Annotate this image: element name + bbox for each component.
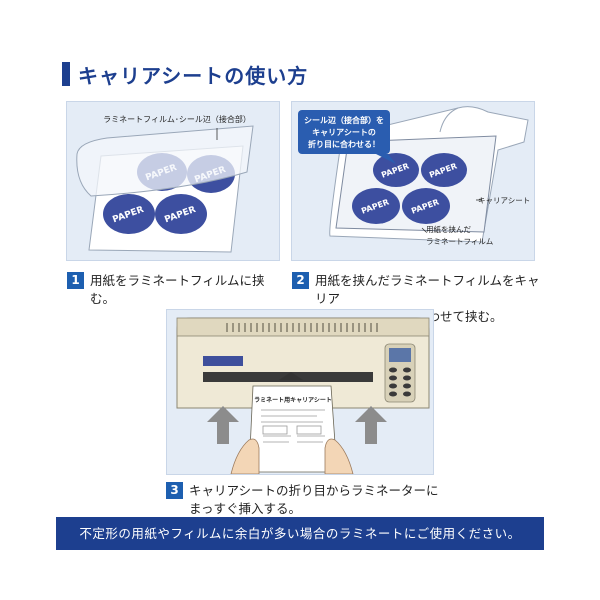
carrier-illustration: PAPER PAPER PAPER PAPER シール辺（接合部）を キャリアシ… bbox=[298, 106, 530, 246]
control-buttons bbox=[389, 367, 411, 397]
film-label-line-2: ラミネートフィルム bbox=[426, 237, 493, 246]
step-3: 3 キャリアシートの折り目からラミネーターに まっすぐ挿入する。 bbox=[166, 482, 446, 518]
illustration-panel-1: PAPER PAPER PAPER PAPER ラミネートフィルム･シール辺（接… bbox=[66, 101, 280, 261]
arrow-up-icon bbox=[207, 406, 239, 444]
laminator-illustration: ラミネート用キャリアシート bbox=[176, 317, 430, 475]
film-illustration: PAPER PAPER PAPER PAPER ラミネートフィルム･シール辺（接… bbox=[76, 114, 254, 253]
step-text: 用紙をラミネートフィルムに挟む。 bbox=[90, 273, 265, 306]
illustration-panel-2: PAPER PAPER PAPER PAPER シール辺（接合部）を キャリアシ… bbox=[291, 101, 535, 261]
doc-text-lines bbox=[261, 409, 325, 443]
right-hand bbox=[324, 438, 354, 475]
illustration-panel-3: ラミネート用キャリアシート bbox=[166, 309, 434, 475]
title-accent-bar bbox=[62, 62, 70, 86]
callout-line-3: 折り目に合わせる！ bbox=[308, 139, 380, 149]
sticker-group: PAPER PAPER PAPER PAPER bbox=[352, 153, 467, 224]
footer-note: 不定形の用紙やフィルムに余白が多い場合のラミネートにご使用ください。 bbox=[56, 517, 544, 550]
left-hand bbox=[230, 438, 260, 475]
carrier-sheet-label: キャリアシート bbox=[478, 196, 530, 205]
brand-plate bbox=[203, 356, 243, 366]
step-text: キャリアシートの折り目からラミネーターに まっすぐ挿入する。 bbox=[189, 483, 439, 516]
carrier-doc-title: ラミネート用キャリアシート bbox=[254, 396, 332, 404]
step-number-badge: 1 bbox=[67, 272, 84, 289]
insert-direction-icon bbox=[279, 372, 303, 380]
step-number-badge: 3 bbox=[166, 482, 183, 499]
callout-line-2: キャリアシートの bbox=[312, 128, 376, 137]
callout-line-1: シール辺（接合部）を bbox=[304, 115, 384, 125]
display-screen bbox=[389, 348, 411, 362]
vent-slots bbox=[226, 323, 378, 332]
arrow-up-icon bbox=[355, 406, 387, 444]
film-seal-label: ラミネートフィルム･シール辺（接合部） bbox=[103, 114, 251, 124]
film-label-line-1: 用紙を挟んだ bbox=[426, 224, 471, 234]
step-number-badge: 2 bbox=[292, 272, 309, 289]
page-title: キャリアシートの使い方 bbox=[78, 64, 309, 88]
step-1: 1 用紙をラミネートフィルムに挟む。 bbox=[67, 272, 287, 308]
